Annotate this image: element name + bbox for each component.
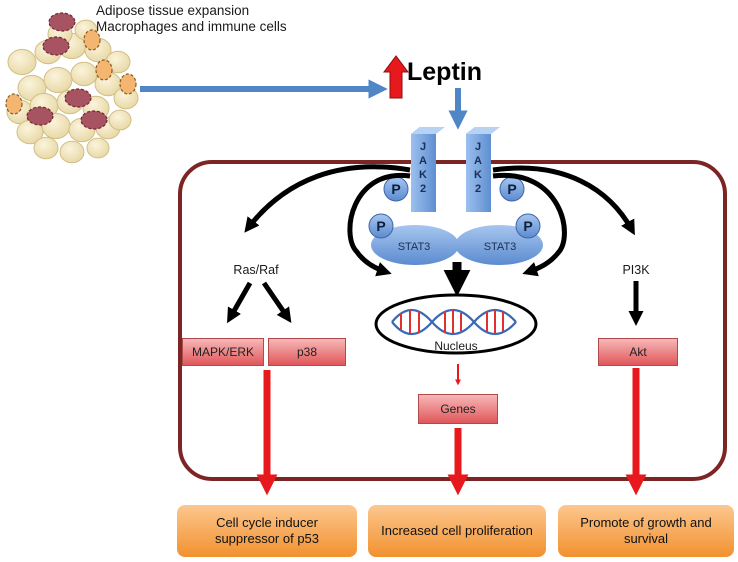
macrophage-cell — [48, 12, 76, 32]
phospho-label: P — [523, 218, 532, 234]
loop-arrow-left — [347, 172, 411, 277]
red-up-arrow-icon — [383, 55, 409, 99]
jak2-right-label: JAK2 — [474, 141, 482, 195]
fat-cell — [43, 66, 73, 94]
immune-cell — [95, 59, 113, 81]
arrow-to-mapk-erk — [227, 281, 253, 324]
arrow-to-ras-raf — [244, 164, 411, 233]
dna-helix-icon — [391, 308, 517, 336]
fat-cell — [7, 48, 37, 76]
phospho-label: P — [376, 218, 385, 234]
akt-box: Akt — [598, 338, 678, 366]
macrophage-cell — [80, 110, 108, 130]
jak2-left — [411, 127, 445, 212]
macrophage-cell — [42, 36, 70, 56]
phospho-label: P — [507, 181, 516, 197]
immune-cell — [5, 93, 23, 115]
genes-box: Genes — [418, 394, 498, 424]
stat3-left-label: STAT3 — [398, 241, 431, 253]
fat-cell — [86, 137, 110, 159]
leptin-label: Leptin — [407, 58, 482, 86]
fat-cell — [108, 109, 132, 131]
jak2-right — [466, 127, 500, 212]
nucleus-label: Nucleus — [434, 339, 477, 353]
arrow-to-pi3k — [492, 165, 635, 236]
immune-cell — [83, 29, 101, 51]
phospho-label: P — [391, 181, 400, 197]
p38-box: p38 — [268, 338, 346, 366]
stat3-left — [371, 225, 459, 265]
adipose-tissue-illustration — [5, 12, 139, 164]
macrophage-cell — [64, 88, 92, 108]
macrophage-cell — [26, 106, 54, 126]
arrow-to-p38 — [261, 281, 292, 323]
stat3-right-label: STAT3 — [484, 241, 517, 253]
loop-arrow-right — [492, 172, 567, 277]
immune-cell — [119, 73, 137, 95]
outcome-cell-cycle: Cell cycle inducer suppressor of p53 — [177, 505, 357, 557]
jak2-left-label: JAK2 — [419, 141, 427, 195]
outcome-growth-survival: Promote of growth and survival — [558, 505, 734, 557]
fat-cell — [70, 61, 98, 87]
intro-line-2: Macrophages and immune cells — [96, 19, 287, 34]
intro-line-1: Adipose tissue expansion — [96, 3, 250, 18]
fat-cell — [33, 136, 59, 160]
ras-raf-label: Ras/Raf — [233, 263, 279, 277]
mapk-erk-box: MAPK/ERK — [182, 338, 264, 366]
outcome-proliferation: Increased cell proliferation — [368, 505, 546, 557]
pi3k-label: PI3K — [622, 263, 650, 277]
fat-cell — [59, 140, 85, 164]
phospho-circles: P P P P — [368, 176, 541, 239]
